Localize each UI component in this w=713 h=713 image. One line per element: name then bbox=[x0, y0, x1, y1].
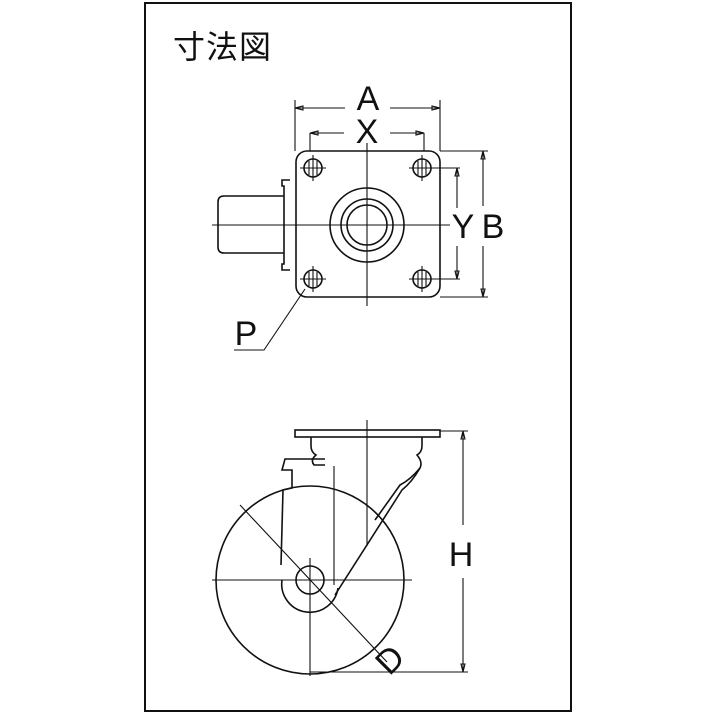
leader-p bbox=[234, 288, 306, 351]
label-b: B bbox=[482, 208, 505, 246]
dimension-h bbox=[310, 430, 468, 673]
drawing-title: 寸法図 bbox=[173, 28, 273, 66]
bolt-hole-crosshairs bbox=[300, 155, 435, 292]
drawing-frame bbox=[144, 2, 572, 712]
swivel-head bbox=[310, 437, 423, 521]
label-x: X bbox=[356, 113, 379, 151]
dimension-y bbox=[432, 167, 460, 280]
mounting-plate bbox=[295, 150, 441, 298]
dimension-d bbox=[239, 504, 388, 663]
dimension-a bbox=[294, 100, 441, 151]
hub-boss bbox=[280, 579, 339, 614]
side-view: D H bbox=[212, 420, 473, 682]
center-lines bbox=[212, 143, 450, 306]
dimension-x bbox=[309, 132, 425, 151]
dimension-b bbox=[440, 150, 488, 298]
label-p: P bbox=[235, 315, 258, 353]
fork-body bbox=[280, 458, 421, 596]
label-h: H bbox=[449, 536, 474, 574]
label-d: D bbox=[368, 638, 412, 682]
label-a: A bbox=[357, 80, 380, 118]
top-view: A X Y B P bbox=[212, 80, 504, 353]
side-center-lines bbox=[212, 420, 412, 676]
label-y: Y bbox=[452, 208, 475, 246]
